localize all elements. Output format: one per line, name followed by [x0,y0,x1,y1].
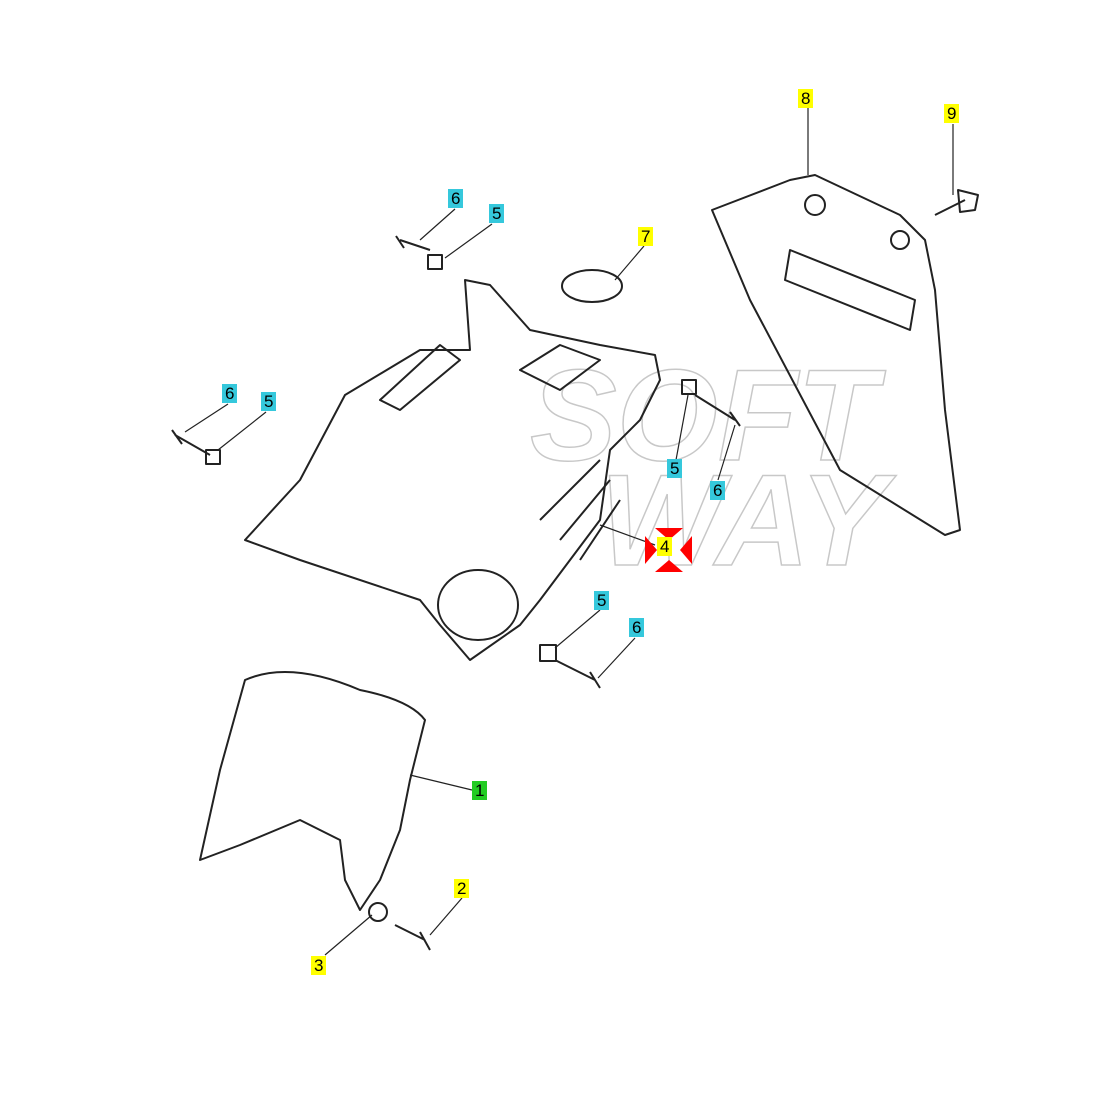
part-7-gasket [561,269,623,303]
watermark: SOFT WAY [529,341,897,594]
callout-3[interactable]: 3 [311,956,327,975]
callout-4[interactable]: 4 [657,537,673,556]
callout-7[interactable]: 7 [638,227,654,246]
part-4-under-cover [244,279,661,661]
callout-5[interactable]: 5 [594,591,610,610]
part-5-nut [539,644,557,662]
callout-8[interactable]: 8 [798,89,814,108]
svg-text:SOFT: SOFT [530,342,886,488]
part-6-screw [694,394,741,427]
part-2-screw [394,924,431,951]
callout-6[interactable]: 6 [710,481,726,500]
part-6-screw [554,659,601,689]
part-5-nut [681,379,697,395]
part-5-nut [427,254,443,270]
part-8-side-panel [711,174,961,536]
callout-6[interactable]: 6 [629,618,645,637]
callout-2[interactable]: 2 [454,879,470,898]
callout-6[interactable]: 6 [222,384,238,403]
callout-1[interactable]: 1 [472,781,488,800]
part-9-bolt [934,189,979,216]
part-6-screw [395,235,431,251]
callout-5[interactable]: 5 [489,204,505,223]
part-6-screw [171,429,211,456]
callout-9[interactable]: 9 [944,104,960,123]
svg-text:WAY: WAY [600,447,897,593]
callout-6[interactable]: 6 [448,189,464,208]
callout-5[interactable]: 5 [667,459,683,478]
part-5-nut [205,449,221,465]
part-1-front-fender [199,671,426,911]
part-4-highlight-marker [645,528,692,572]
callout-5[interactable]: 5 [261,392,277,411]
